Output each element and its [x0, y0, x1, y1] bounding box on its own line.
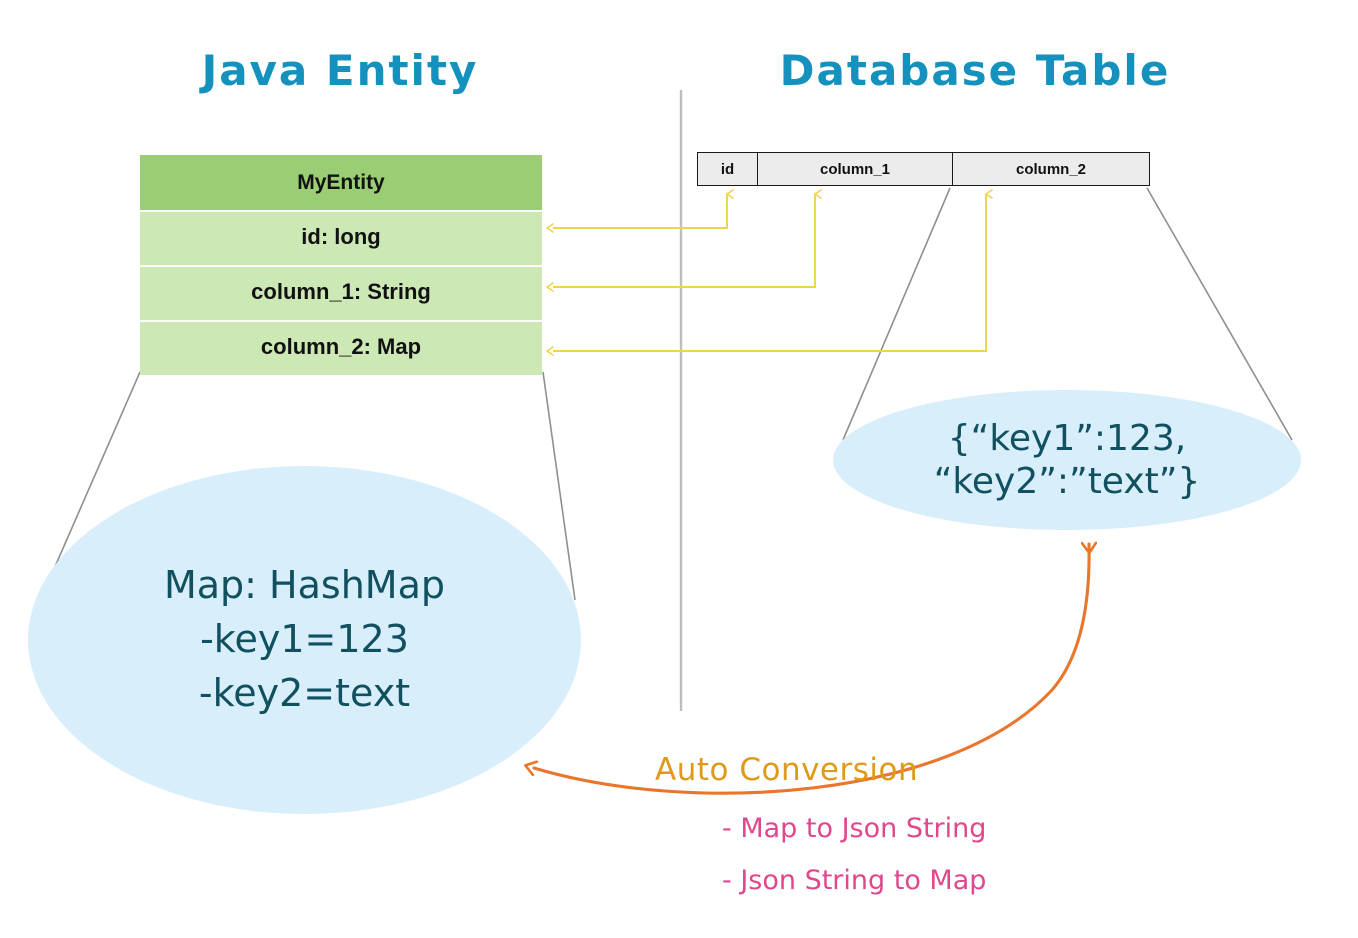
hashmap-bubble: Map: HashMap -key1=123 -key2=text [28, 466, 581, 814]
table-column-id: id [698, 153, 758, 185]
table-column-column-2: column_2 [953, 153, 1149, 185]
conversion-item-json-to-map: - Json String to Map [722, 865, 987, 896]
entity-field-id: id: long [140, 212, 542, 265]
entity-field-column-2: column_2: Map [140, 322, 542, 375]
database-table-title: Database Table [779, 46, 1171, 95]
hashmap-bubble-text: Map: HashMap -key1=123 -key2=text [163, 563, 445, 715]
auto-conversion-label: Auto Conversion [655, 752, 919, 788]
json-bubble-text: {“key1”:123, “key2”:”text”} [933, 417, 1201, 502]
entity-field-column-1: column_1: String [140, 267, 542, 320]
entity-header: MyEntity [140, 155, 542, 210]
mapping-arrow-column2 [546, 189, 993, 356]
entity-box: MyEntity id: long column_1: String colum… [140, 155, 542, 377]
mapping-arrow-column1 [546, 189, 822, 292]
table-column-column-1: column_1 [758, 153, 953, 185]
json-bubble: {“key1”:123, “key2”:”text”} [833, 390, 1301, 530]
mapping-arrow-id [546, 189, 734, 233]
conversion-item-map-to-json: - Map to Json String [722, 813, 987, 844]
database-table: id column_1 column_2 [697, 152, 1150, 186]
java-entity-title: Java Entity [201, 46, 479, 95]
